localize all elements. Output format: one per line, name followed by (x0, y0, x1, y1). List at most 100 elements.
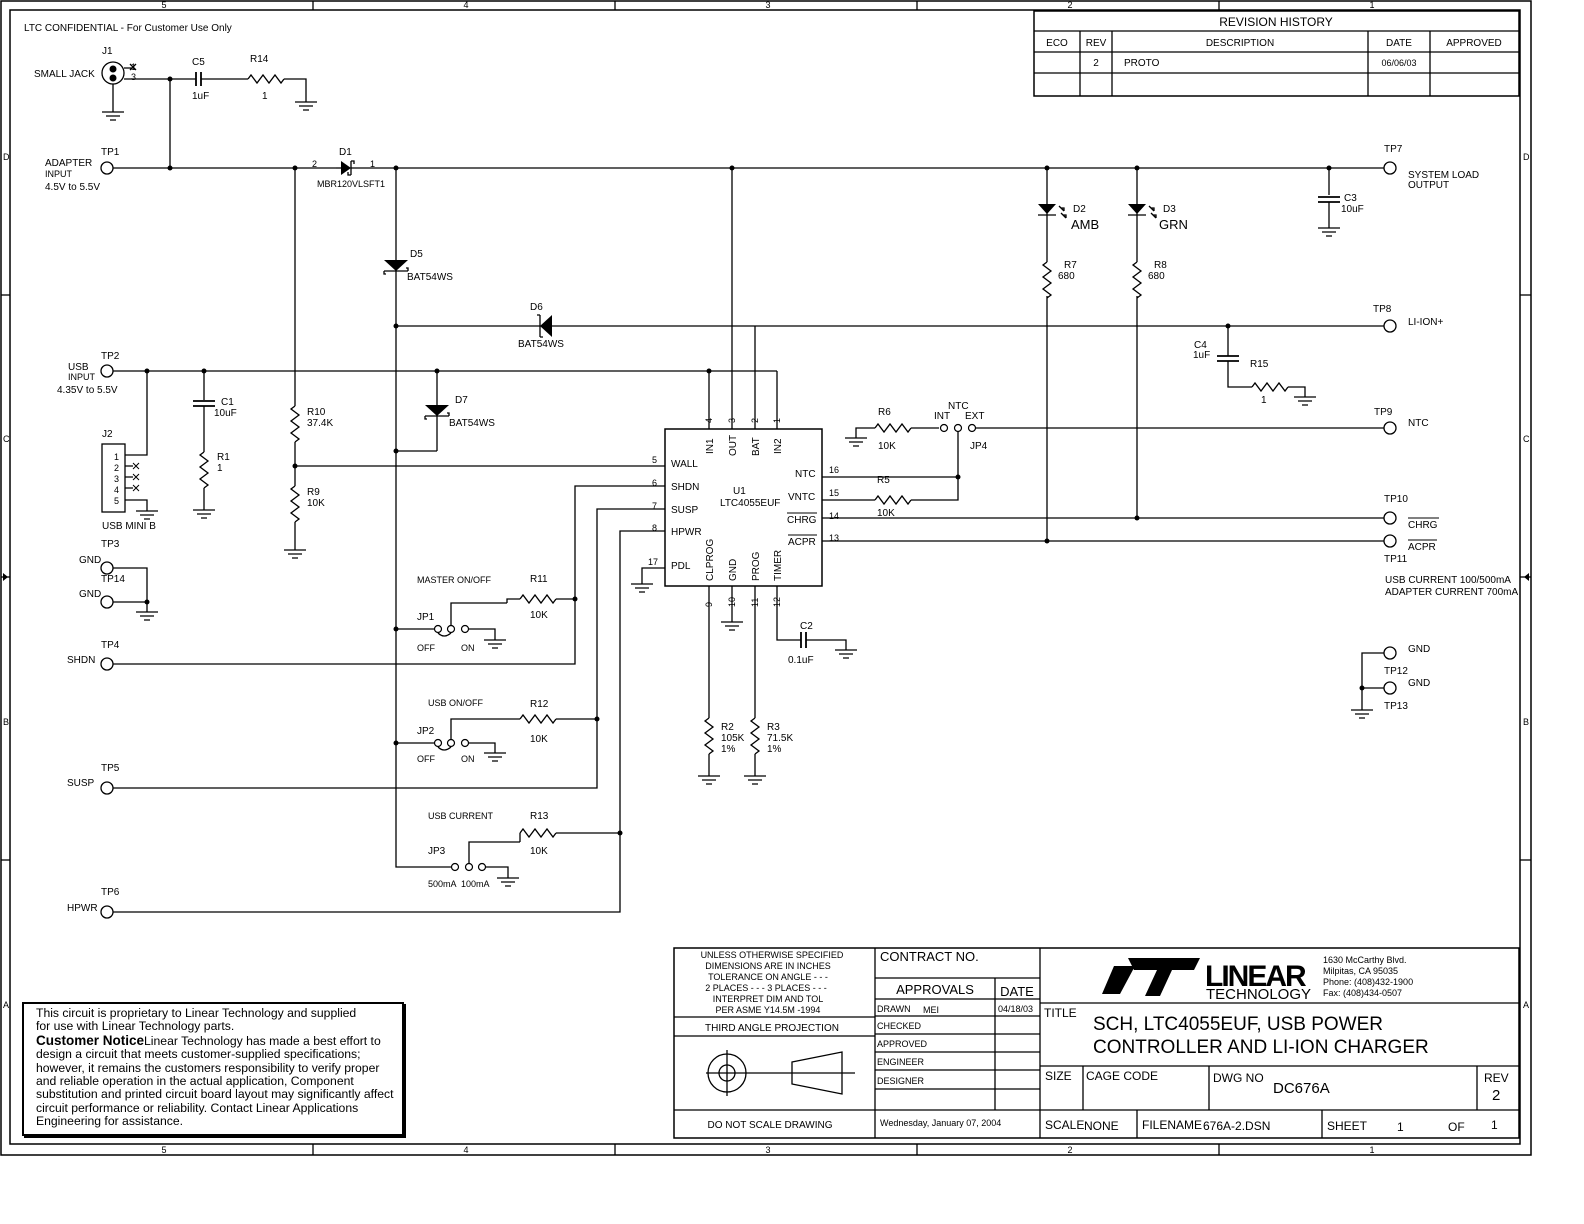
d2-value: AMB (1071, 217, 1099, 232)
zone-row-b-right: B (1523, 717, 1529, 727)
zone-row-b: B (3, 717, 9, 727)
jp2-usb-on-off-jumper[interactable]: USB ON/OFF JP2 OFF ON (393, 698, 521, 764)
tolerance-line-6: PER ASME Y14.5M -1994 (716, 1005, 821, 1015)
j2-pin-5: 5 (114, 496, 119, 506)
u1-pin-bat-name: BAT (751, 437, 762, 456)
u1-pin-7: 7 (652, 501, 657, 511)
tp4-label: SHDN (67, 655, 95, 666)
u1-pin-6: 6 (652, 478, 657, 488)
tp2-label-3: 4.35V to 5.5V (57, 385, 118, 396)
zone-row-a-right: A (1523, 1000, 1529, 1010)
c5-value: 1uF (192, 91, 209, 102)
d3-value: GRN (1159, 217, 1188, 232)
u1-pin-15: 15 (829, 488, 839, 498)
col-header-eco: ECO (1046, 38, 1068, 49)
r2-tolerance: 1% (721, 744, 736, 755)
tp7-ref: TP7 (1384, 144, 1403, 155)
u1-ltc4055euf: U1 LTC4055EUF WALL 5 SHDN 6 SUSP 7 HPWR … (648, 168, 839, 607)
zone-col-1: 1 (1369, 0, 1374, 10)
tp13-gnd[interactable]: GND TP13 (1383, 678, 1430, 712)
filename-value: 676A-2.DSN (1203, 1119, 1270, 1133)
tp2-usb-input[interactable]: TP2 USB INPUT 4.35V to 5.5V (57, 351, 120, 396)
approval-drawn-date: 04/18/03 (998, 1004, 1033, 1014)
tp6-hpwr[interactable]: TP6 HPWR (67, 887, 120, 919)
tp8-ref: TP8 (1373, 304, 1392, 315)
tolerance-line-5: INTERPRET DIM AND TOL (713, 994, 824, 1004)
u1-pin-8: 8 (652, 523, 657, 533)
tp5-susp[interactable]: TP5 SUSP (67, 763, 120, 795)
r13-resistor: R13 10K (519, 811, 620, 857)
tp14-gnd[interactable]: TP14 GND (79, 574, 125, 609)
tp8-li-ion[interactable]: TP8 LI-ION+ (1373, 304, 1443, 333)
approvals-label: APPROVALS (896, 982, 974, 997)
net-adapter-jack (124, 76, 196, 171)
notice-line-2: for use with Linear Technology parts. (36, 1019, 235, 1034)
c1-value: 10uF (214, 408, 237, 419)
jp4-ntc-jumper[interactable]: NTC INT EXT JP4 (934, 401, 1384, 452)
r8-resistor: R8 680 (1132, 260, 1167, 299)
scale-value: NONE (1084, 1119, 1119, 1133)
jp1-master-on-off-jumper[interactable]: MASTER ON/OFF JP1 OFF ON (393, 575, 508, 653)
r10-resistor: R10 37.4K (290, 168, 333, 486)
c2-capacitor: C2 0.1uF (776, 586, 858, 666)
tp6-label: HPWR (67, 903, 98, 914)
c1-capacitor: C1 10uF (193, 371, 237, 452)
r8-value: 680 (1148, 271, 1165, 282)
r1-value: 1 (217, 463, 223, 474)
tp1-adapter-input[interactable]: TP1 ADAPTER INPUT 4.5V to 5.5V (45, 147, 120, 193)
approval-drawn-label: DRAWN (877, 1004, 911, 1014)
jp1-ref: JP1 (417, 612, 435, 623)
d6-value: BAT54WS (518, 339, 564, 350)
jp2-ref: JP2 (417, 726, 435, 737)
j2-label: USB MINI B (102, 521, 156, 532)
tp4-shdn[interactable]: TP4 SHDN (67, 640, 120, 671)
zone-col-4-bottom: 4 (463, 1145, 468, 1155)
r9-ref: R9 (307, 487, 320, 498)
r14-ref: R14 (250, 54, 269, 65)
c2-ref: C2 (800, 621, 813, 632)
tp2-ref: TP2 (101, 351, 120, 362)
tp2-label-1: USB (68, 362, 89, 373)
u1-pin-wall-name: WALL (671, 459, 698, 470)
tp9-ntc[interactable]: TP9 NTC (1374, 407, 1429, 435)
u1-pin-gnd-name: GND (728, 559, 739, 581)
u1-pin-14: 14 (829, 511, 839, 521)
d7-ref: D7 (455, 395, 468, 406)
r13-ref: R13 (530, 811, 549, 822)
tp11-acpr[interactable]: TP11 ACPR (1383, 534, 1437, 565)
jp2-option-on: ON (461, 754, 475, 764)
contract-no-label: CONTRACT NO. (880, 949, 979, 964)
tp12-gnd[interactable]: GND TP12 (1383, 644, 1430, 677)
d6-diode: D6 BAT54WS (396, 302, 1384, 350)
zone-col-2: 2 (1067, 0, 1072, 10)
tolerance-line-1: UNLESS OTHERWISE SPECIFIED (701, 950, 844, 960)
r13-value: 10K (530, 846, 548, 857)
c2-value: 0.1uF (788, 655, 814, 666)
tp9-label: NTC (1408, 418, 1429, 429)
u1-pin-chrg-name: CHRG (787, 515, 817, 526)
u1-pin-1: 1 (772, 418, 782, 423)
dwg-no-label: DWG NO (1213, 1071, 1264, 1085)
tp7-system-load-output[interactable]: TP7 SYSTEM LOAD OUTPUT (1383, 144, 1479, 191)
tp10-chrg[interactable]: TP10 CHRG (1383, 494, 1439, 531)
u1-pin-in1-name: IN1 (705, 438, 716, 454)
r8-ref: R8 (1154, 260, 1167, 271)
tp1-label-2: INPUT (45, 169, 73, 179)
jp4-option-ext: EXT (965, 411, 984, 422)
r2-resistor: R2 105K 1% (697, 586, 745, 785)
j2-ref: J2 (102, 429, 113, 440)
col-header-rev: REV (1086, 38, 1107, 49)
tolerance-line-4: 2 PLACES - - - 3 PLACES - - - (705, 983, 827, 993)
cage-code-label: CAGE CODE (1086, 1069, 1158, 1083)
tp3-gnd[interactable]: TP3 GND (79, 539, 120, 575)
approval-designer-label: DESIGNER (877, 1076, 925, 1086)
jp3-usb-current-jumper[interactable]: USB CURRENT JP3 500mA 100mA (395, 811, 520, 889)
d5-ref: D5 (410, 249, 423, 260)
j1-ref: J1 (102, 46, 113, 57)
u1-pin-hpwr-name: HPWR (671, 527, 702, 538)
tp8-label: LI-ION+ (1408, 317, 1443, 328)
tp7-label-1: SYSTEM LOAD (1408, 170, 1479, 181)
tp6-ref: TP6 (101, 887, 120, 898)
tp1-label-3: 4.5V to 5.5V (45, 182, 100, 193)
r12-value: 10K (530, 734, 548, 745)
